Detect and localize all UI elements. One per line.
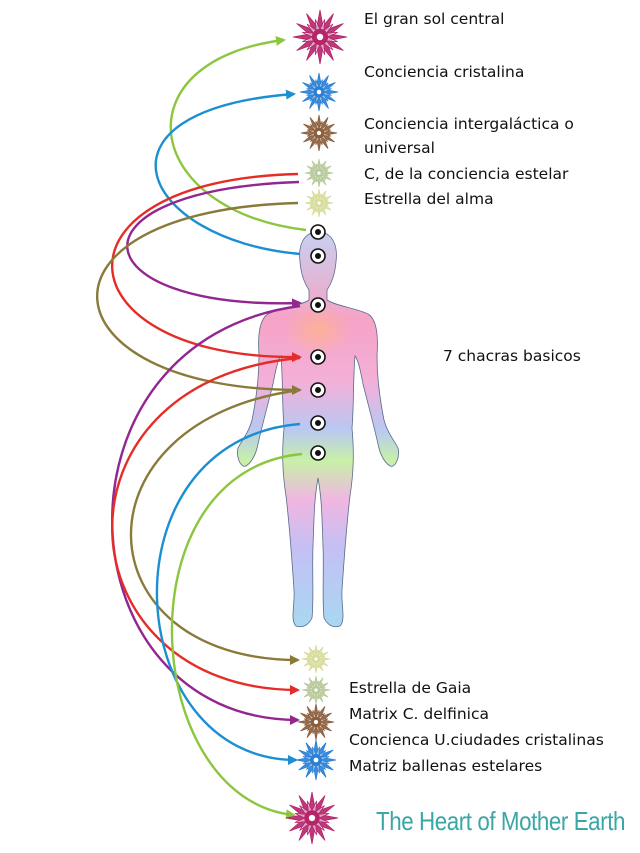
- flower-intergalactica-icon: [300, 114, 338, 152]
- arrow-red-lower: [111, 356, 301, 695]
- label-ciudades-cristalinas: Concienca U.ciudades cristalinas: [349, 731, 604, 749]
- chakra-icon: [310, 297, 326, 313]
- arrow-blue-lower: [155, 422, 301, 765]
- arrow-red-upper: [111, 172, 302, 363]
- label-gran-sol-central: El gran sol central: [364, 10, 505, 28]
- chakra-icon: [310, 248, 326, 264]
- chakra-icon: [310, 382, 326, 398]
- label-conciencia-estelar: C, de la conciencia estelar: [364, 165, 569, 183]
- label-conciencia-cristalina: Conciencia cristalina: [364, 63, 525, 81]
- label-estrella-del-alma: Estrella del alma: [364, 190, 494, 208]
- brand-watermark: The Heart of Mother Earth: [376, 806, 625, 836]
- chakra-icon: [310, 415, 326, 431]
- label-matrix-delfinica: Matrix C. delfinica: [349, 705, 489, 723]
- flower-icons: [285, 9, 348, 845]
- label-ballenas-estelares: Matriz ballenas estelares: [349, 757, 543, 775]
- arrow-blue-upper: [154, 89, 301, 256]
- arrow-purple-upper: [126, 180, 302, 309]
- flower-ciudades-icon: [297, 703, 335, 741]
- chakra-points: [310, 224, 326, 461]
- flower-gran-sol-icon: [292, 9, 348, 65]
- flower-estrella-gaia-icon: [301, 644, 331, 674]
- label-estrella-de-gaia: Estrella de Gaia: [349, 679, 472, 697]
- label-7-chacras-basicos: 7 chacras basicos: [443, 347, 581, 365]
- label-conciencia-intergalactica: Conciencia intergaláctica o: [364, 115, 574, 133]
- flower-estelar-icon: [304, 158, 334, 188]
- flower-cristalina-icon: [299, 72, 339, 112]
- flower-ballenas-icon: [295, 739, 337, 781]
- chakra-icon: [310, 445, 326, 461]
- chakra-icon: [310, 349, 326, 365]
- label-universal: universal: [364, 139, 435, 157]
- arrow-green-lower: [170, 452, 303, 820]
- arrow-olive-lower: [129, 388, 301, 665]
- flower-estrella-alma-icon: [304, 188, 334, 218]
- arrow-olive-upper: [96, 201, 302, 395]
- connection-arrows: [96, 36, 307, 820]
- flower-delfinica-icon: [301, 675, 331, 705]
- chakra-icon: [310, 224, 326, 240]
- flower-bottom-icon: [285, 791, 339, 845]
- arrow-green-upper: [169, 36, 307, 232]
